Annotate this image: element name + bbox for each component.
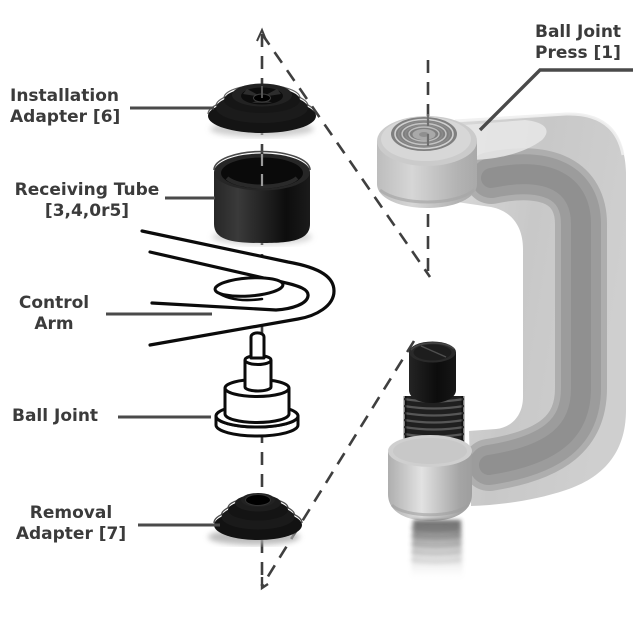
screw-alignment-dashed (260, 340, 416, 587)
ball-joint-press-illustration (377, 112, 626, 602)
ball-joint-illustration (214, 331, 300, 438)
label-line: Installation (10, 86, 120, 106)
ball-joint-press-leader (478, 68, 633, 132)
press-screw-head (409, 341, 456, 403)
apex-arrow-icon (256, 27, 267, 42)
label-line: Receiving Tube (14, 180, 160, 200)
receiving-tube-illustration (212, 150, 312, 245)
label-line: Removal (29, 503, 113, 523)
label-line: Ball Joint (12, 406, 99, 426)
label-receiving-tube: Receiving Tube [3,4,0r5] (8, 180, 166, 222)
label-control-arm: Control Arm (10, 293, 98, 335)
removal-adapter-hole (245, 494, 271, 506)
ball-joint-stud (249, 331, 266, 360)
control-arm-illustration (140, 229, 336, 347)
label-removal-adapter: Removal Adapter [7] (12, 503, 130, 545)
press-frame-top-highlight (454, 112, 625, 156)
label-ball-joint-press: Ball Joint Press [1] (535, 22, 621, 64)
press-bottom-boss (388, 435, 472, 521)
label-line: Adapter [6] (10, 107, 121, 127)
leader-lines (106, 68, 633, 527)
label-line: Adapter [7] (15, 524, 127, 544)
label-line: Arm (34, 314, 74, 334)
label-line: Press [1] (535, 43, 621, 63)
label-line: [3,4,0r5] (44, 201, 130, 221)
removal-adapter-illustration (208, 493, 303, 545)
label-installation-adapter: Installation Adapter [6] (10, 86, 120, 128)
press-top-ring (377, 116, 477, 208)
top-alignment-dashed (260, 33, 432, 278)
label-line: Control (18, 293, 90, 313)
receiving-tube-opening (221, 157, 303, 189)
press-threaded-hole (391, 117, 457, 151)
label-ball-joint: Ball Joint (12, 406, 98, 427)
dashed-overlays (260, 86, 430, 190)
press-screw-reflection (400, 520, 475, 602)
bottom-foot-tick (260, 577, 269, 591)
press-frame-channel (463, 148, 607, 491)
label-line: Ball Joint (535, 22, 622, 42)
control-arm-hole (213, 276, 285, 298)
